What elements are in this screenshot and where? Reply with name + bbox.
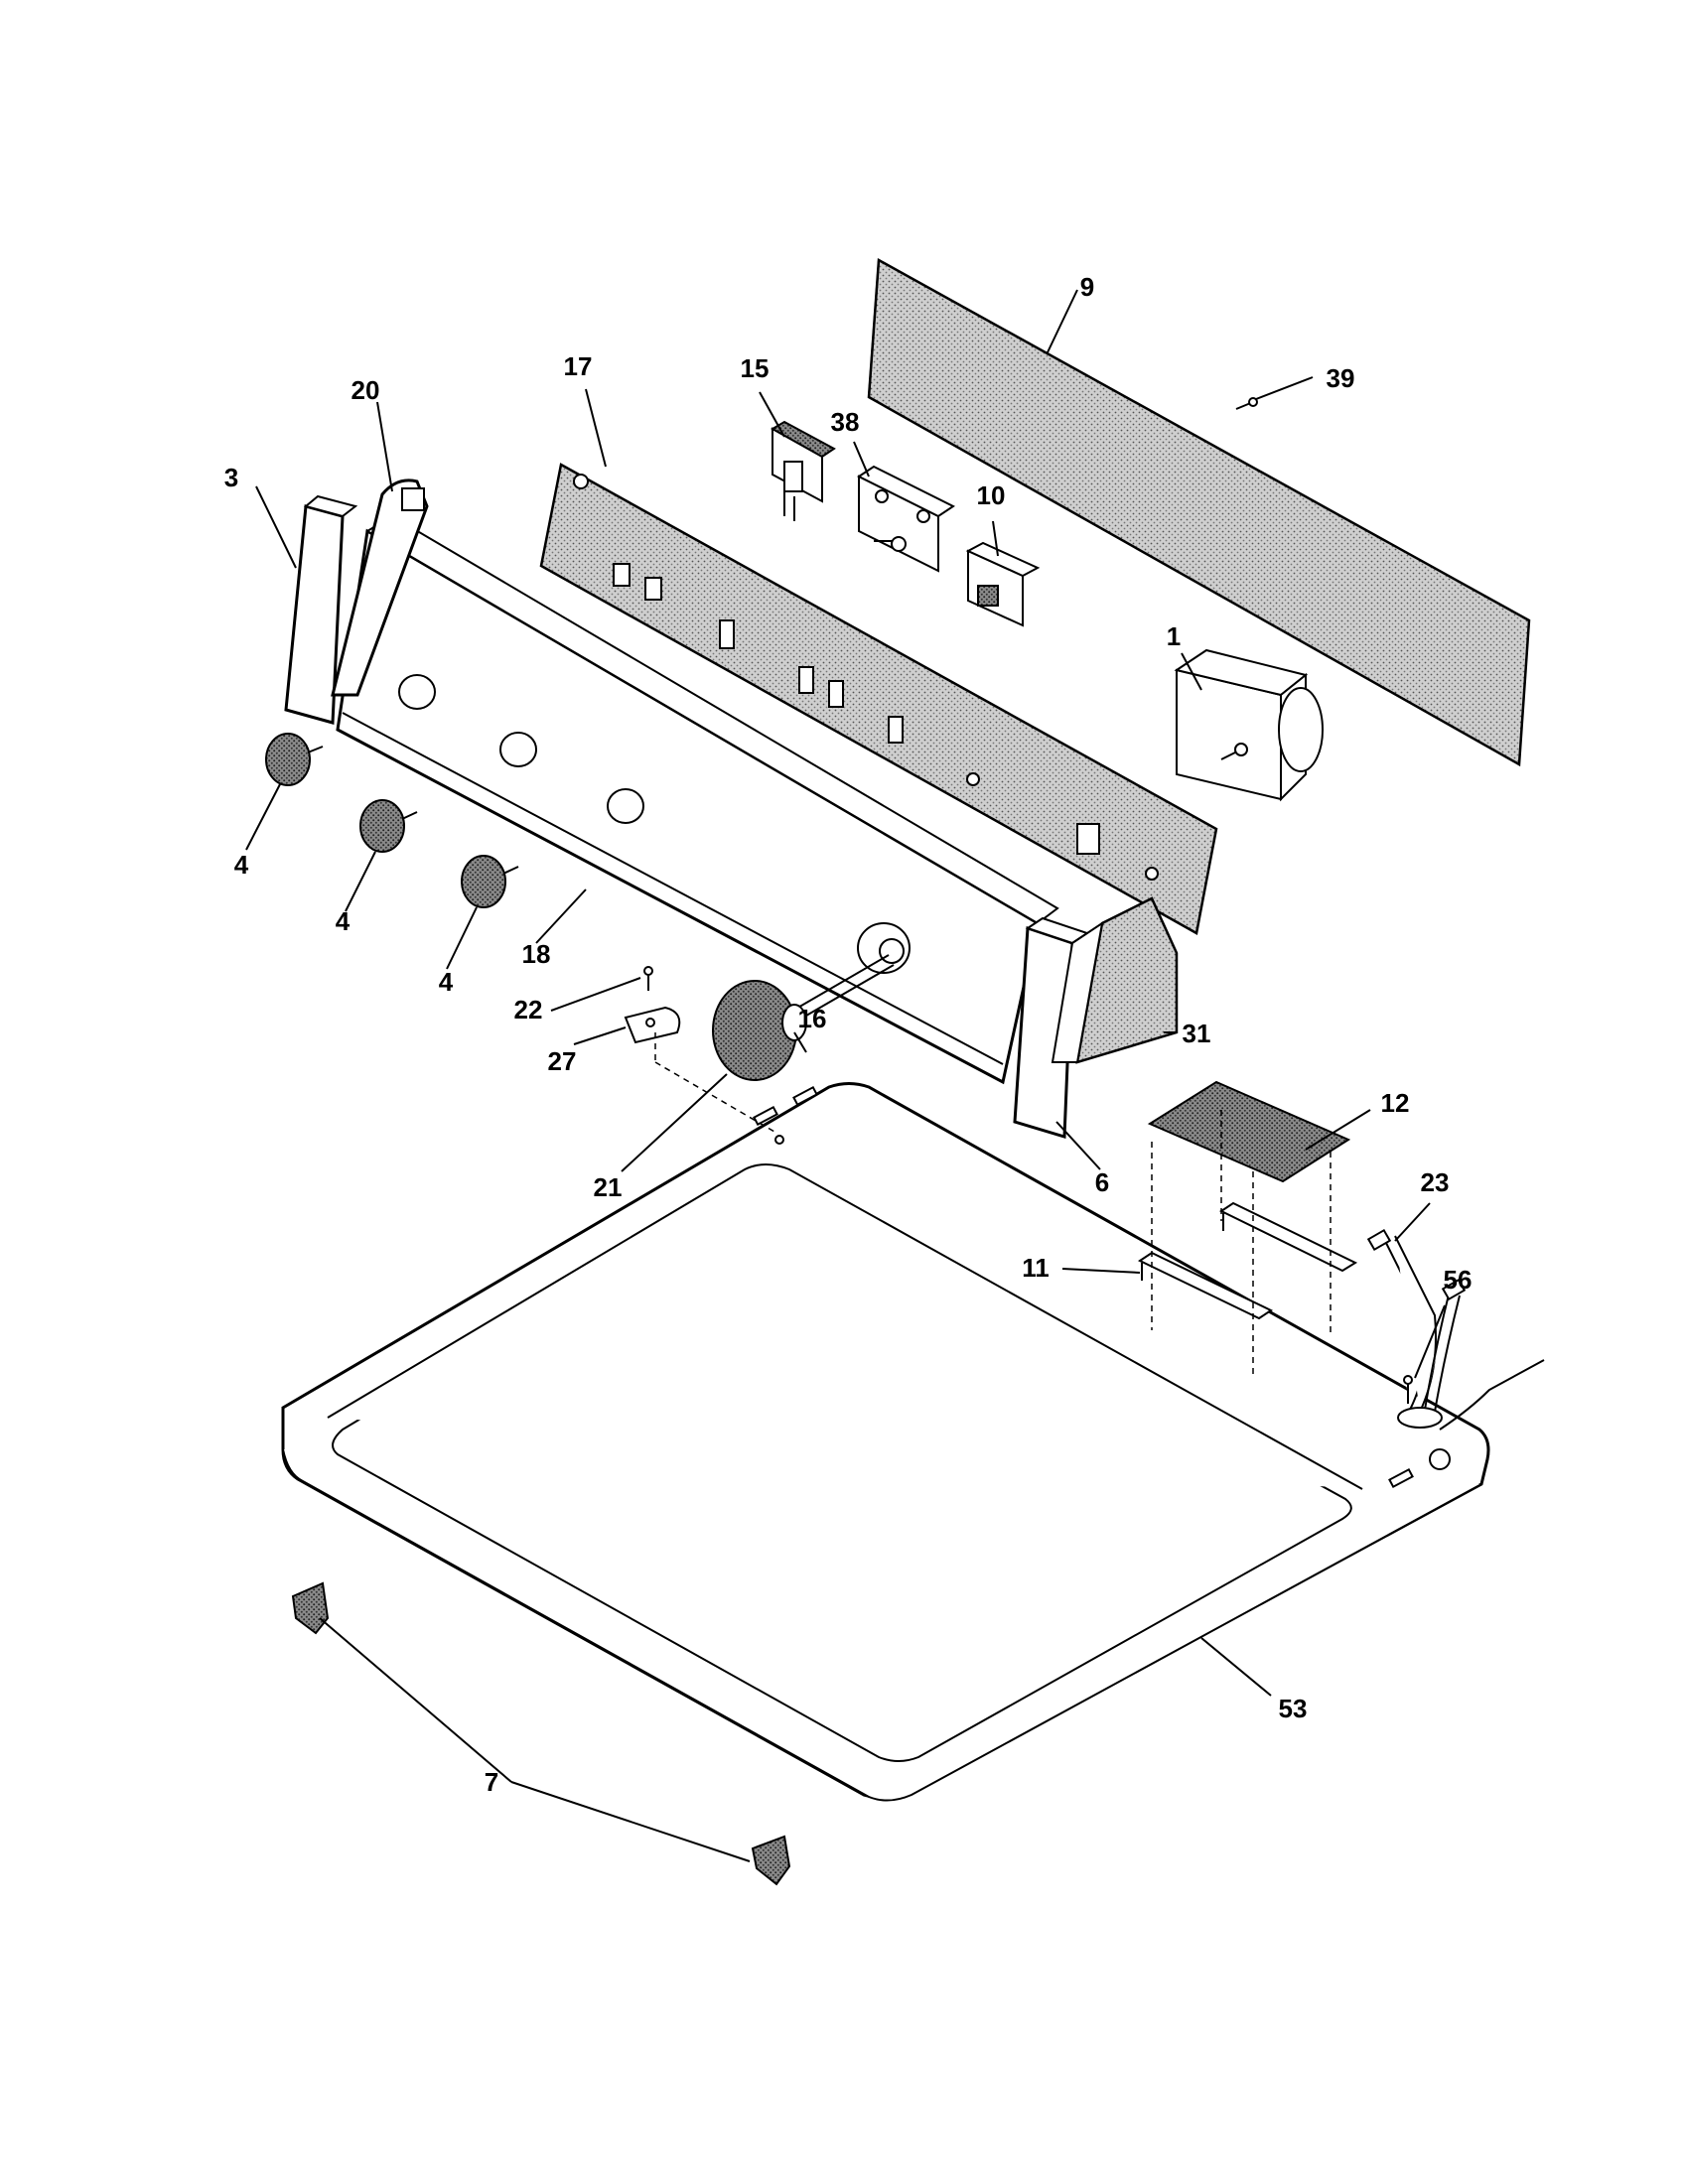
part-label-38: 38 xyxy=(831,407,860,437)
part-label-1: 1 xyxy=(1167,621,1181,651)
part-label-11: 11 xyxy=(1022,1253,1050,1283)
leader-lines xyxy=(245,289,1446,1862)
timer-part xyxy=(1174,648,1324,802)
part-label-6: 6 xyxy=(1095,1167,1109,1197)
switch-part xyxy=(770,420,836,521)
part-label-10: 10 xyxy=(977,480,1006,510)
selector-switch-part xyxy=(857,465,955,573)
part-label-27: 27 xyxy=(548,1046,577,1076)
part-label-20: 20 xyxy=(351,375,380,405)
part-label-7: 7 xyxy=(485,1767,498,1797)
ground-screw-part xyxy=(1403,1359,1545,1431)
back-panel-part xyxy=(867,257,1531,767)
left-end-cap-part xyxy=(284,494,358,725)
part-label-12: 12 xyxy=(1381,1088,1410,1118)
control-board-part xyxy=(539,463,1218,935)
part-label-3: 3 xyxy=(224,463,238,492)
wire-harness-part xyxy=(1366,1228,1467,1429)
clip-alignment-dash xyxy=(654,1061,775,1133)
console-front-part xyxy=(336,514,1059,1085)
part-label-15: 15 xyxy=(741,353,770,383)
part-label-31: 31 xyxy=(1183,1019,1211,1048)
knob-part-c xyxy=(461,855,519,908)
part-label-21: 21 xyxy=(594,1172,623,1202)
clip-part xyxy=(624,1006,681,1044)
small-screw-part xyxy=(643,966,653,991)
board-holder-part-b xyxy=(1219,1201,1358,1273)
temperature-switch-part xyxy=(965,541,1041,627)
screw-part xyxy=(1235,397,1258,410)
part-label-17: 17 xyxy=(564,351,593,381)
part-label-9: 9 xyxy=(1080,272,1094,302)
hinge-clip-part-a xyxy=(291,1581,330,1635)
part-labels: 1 3 4 4 4 6 7 9 10 11 12 15 16 17 18 20 … xyxy=(224,272,1473,1797)
part-label-39: 39 xyxy=(1327,363,1355,393)
large-knob-part xyxy=(712,980,807,1081)
knob-part-b xyxy=(359,799,418,853)
part-label-18: 18 xyxy=(522,939,551,969)
part-label-23: 23 xyxy=(1421,1167,1450,1197)
part-label-56: 56 xyxy=(1444,1265,1473,1295)
board-holder-part-a xyxy=(1137,1251,1274,1320)
hinge-clip-part-b xyxy=(751,1835,791,1886)
part-label-4b: 4 xyxy=(336,906,351,936)
part-label-16: 16 xyxy=(798,1004,827,1033)
right-bracket-part xyxy=(1051,896,1179,1064)
part-label-4a: 4 xyxy=(234,850,249,880)
left-bracket-part xyxy=(331,478,429,697)
part-label-4c: 4 xyxy=(439,967,454,997)
part-label-53: 53 xyxy=(1279,1694,1308,1723)
shaft-part xyxy=(788,954,895,1024)
knob-part-a xyxy=(265,733,324,786)
part-label-22: 22 xyxy=(514,995,543,1024)
circuit-board-part xyxy=(1147,1080,1351,1183)
main-top-part xyxy=(281,1082,1490,1802)
